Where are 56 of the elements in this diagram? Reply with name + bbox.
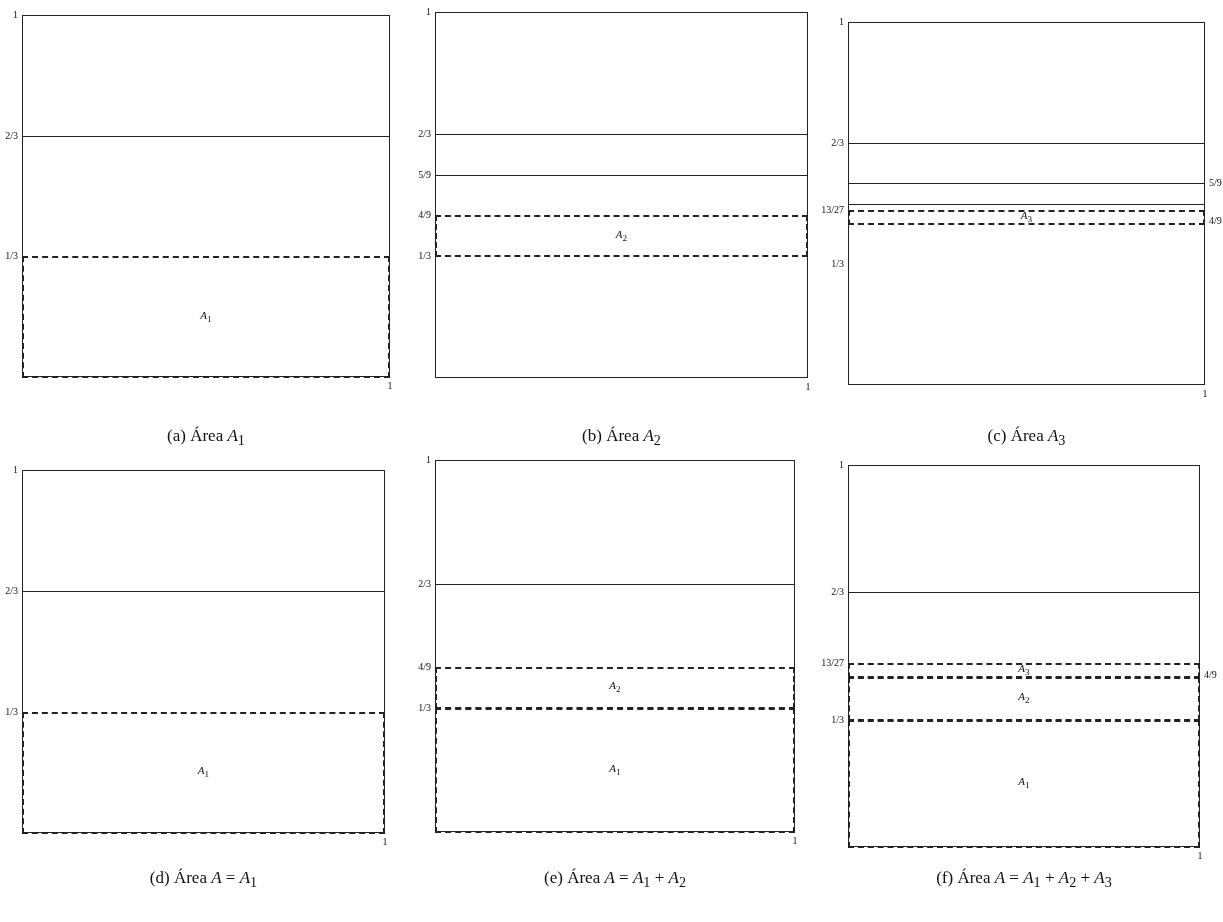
dashed-region (848, 663, 1200, 679)
axis-tick-label: 4/9 (418, 661, 431, 672)
figure-caption: (f) Área A = A$_{1}$ + A$_{2}$ + A$_{3}$ (936, 868, 1112, 892)
region-label: A$_{3}$ (1020, 209, 1033, 226)
axis-tick-label: 1 (13, 465, 18, 475)
axis-tick-label: 1 (839, 460, 844, 470)
figure-caption: (a) Área A$_{1}$ (167, 426, 245, 450)
axis-tick-label: 1 (839, 17, 844, 27)
axis-tick-label: 1 (382, 837, 388, 847)
axis-tick-label: 1 (426, 7, 431, 17)
axis-tick-label: 2/3 (5, 586, 18, 596)
region-label: A$_{1}$ (1018, 776, 1030, 792)
figure-caption: (c) Área A$_{3}$ (987, 426, 1066, 450)
axis-tick-label: 13/27 (821, 205, 844, 216)
region-label: A$_{3}$ (1018, 663, 1030, 679)
region-label: A$_{1}$ (200, 309, 212, 325)
axis-tick-label: 1 (13, 10, 18, 20)
axis-tick-label: 2/3 (418, 129, 431, 139)
axis-tick-label: 1/3 (418, 251, 431, 261)
axis-tick-label: 4/9 (1209, 216, 1222, 227)
region-label: A$_{1}$ (609, 762, 621, 779)
axis-tick-label: 1/3 (5, 251, 18, 262)
dashed-region (435, 708, 795, 833)
dashed-region (22, 712, 385, 834)
dashed-region (848, 677, 1200, 721)
axis-tick-label: 1 (426, 455, 431, 465)
axis-tick-label: 2/3 (831, 138, 844, 148)
axis-tick-label: 1/3 (418, 703, 431, 713)
region-label: A$_{2}$ (1018, 691, 1030, 707)
axis-tick-label: 2/3 (418, 579, 431, 589)
region-label: A$_{2}$ (615, 228, 628, 244)
axis-tick-label: 2/3 (5, 130, 18, 141)
axis-tick-label: 1 (387, 381, 393, 391)
region-label: A$_{1}$ (197, 765, 210, 781)
axis-tick-label: 5/9 (1209, 178, 1222, 189)
axis-tick-label: 4/9 (418, 210, 431, 221)
dashed-region (848, 719, 1200, 848)
axis-tick-label: 2/3 (831, 587, 844, 598)
axis-tick-label: 1/3 (831, 259, 844, 269)
region-label: A$_{2}$ (609, 680, 621, 696)
axis-tick-label: 1 (805, 382, 811, 392)
axis-tick-label: 1 (1197, 851, 1203, 861)
figure-caption: (e) Área A = A$_{1}$ + A$_{2}$ (544, 868, 686, 892)
axis-tick-label: 5/9 (418, 169, 431, 180)
axis-tick-label: 1 (1202, 389, 1208, 399)
axis-tick-label: 1 (792, 836, 798, 846)
dashed-region (22, 256, 390, 378)
axis-tick-label: 1/3 (5, 707, 18, 717)
axis-tick-label: 1/3 (831, 714, 844, 725)
figure-caption: (d) Área A = A$_{1}$ (149, 868, 258, 892)
dashed-region (435, 215, 808, 257)
dashed-region (848, 210, 1205, 225)
axis-tick-label: 4/9 (1204, 669, 1217, 680)
dashed-region (435, 666, 795, 709)
axis-tick-label: 13/27 (821, 658, 844, 669)
figure-caption: (b) Área A$_{2}$ (582, 426, 661, 450)
